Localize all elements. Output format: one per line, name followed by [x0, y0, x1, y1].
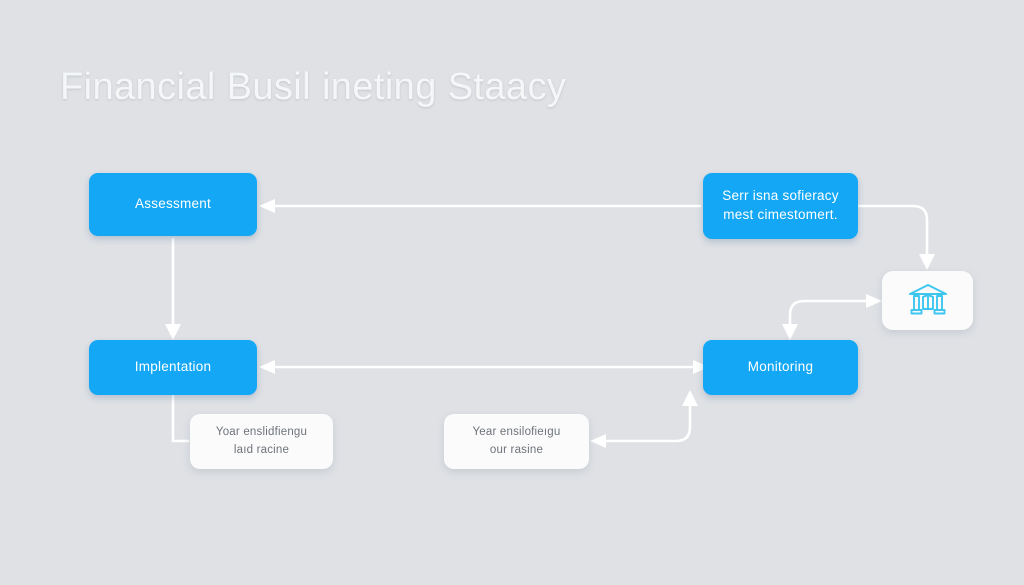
- node-card-2-label: Year ensilofieıgu our rasine: [472, 424, 560, 458]
- page-title: Financial Busil ineting Staacy: [60, 66, 567, 108]
- node-monitoring[interactable]: Monitoring: [703, 340, 858, 395]
- node-strategy-label-line1: Serr isna sofieracy: [722, 188, 839, 204]
- node-card-1[interactable]: Yoar enslidfiengu laıd racine: [190, 414, 333, 469]
- node-bank-card[interactable]: [882, 271, 973, 330]
- node-card-1-label: Yoar enslidfiengu laıd racine: [216, 424, 307, 458]
- connector-strategy-to-assessment: [259, 199, 702, 213]
- connector-implementation-monitoring: [259, 360, 709, 374]
- node-card-1-label-line1: Yoar enslidfiengu: [215, 426, 308, 439]
- node-assessment-label: Assessment: [134, 196, 212, 212]
- node-card-2[interactable]: Year ensilofieıgu our rasine: [444, 414, 589, 469]
- node-monitoring-label: Monitoring: [747, 359, 814, 375]
- node-card-1-label-line2: laıd racine: [233, 443, 290, 456]
- connector-card2-to-monitoring: [590, 390, 698, 448]
- node-strategy[interactable]: Serr isna sofieracy mest cimestomert.: [703, 173, 858, 239]
- node-implementation[interactable]: Implentation: [89, 340, 257, 395]
- connector-strategy-to-bank: [856, 204, 935, 270]
- connector-implementation-to-card1: [171, 393, 190, 443]
- node-card-2-label-line1: Year ensilofieıgu: [472, 426, 561, 439]
- node-strategy-label-line2: mest cimestomert.: [723, 207, 838, 222]
- node-assessment[interactable]: Assessment: [89, 173, 257, 236]
- node-strategy-label: Serr isna sofieracy mest cimestomert.: [722, 187, 839, 224]
- connector-bank-to-monitoring: [782, 294, 882, 340]
- bank-icon: [908, 283, 947, 314]
- node-implementation-label: Implentation: [134, 359, 212, 375]
- node-card-2-label-line2: our rasine: [489, 443, 544, 456]
- connector-assessment-to-implementation: [165, 237, 181, 340]
